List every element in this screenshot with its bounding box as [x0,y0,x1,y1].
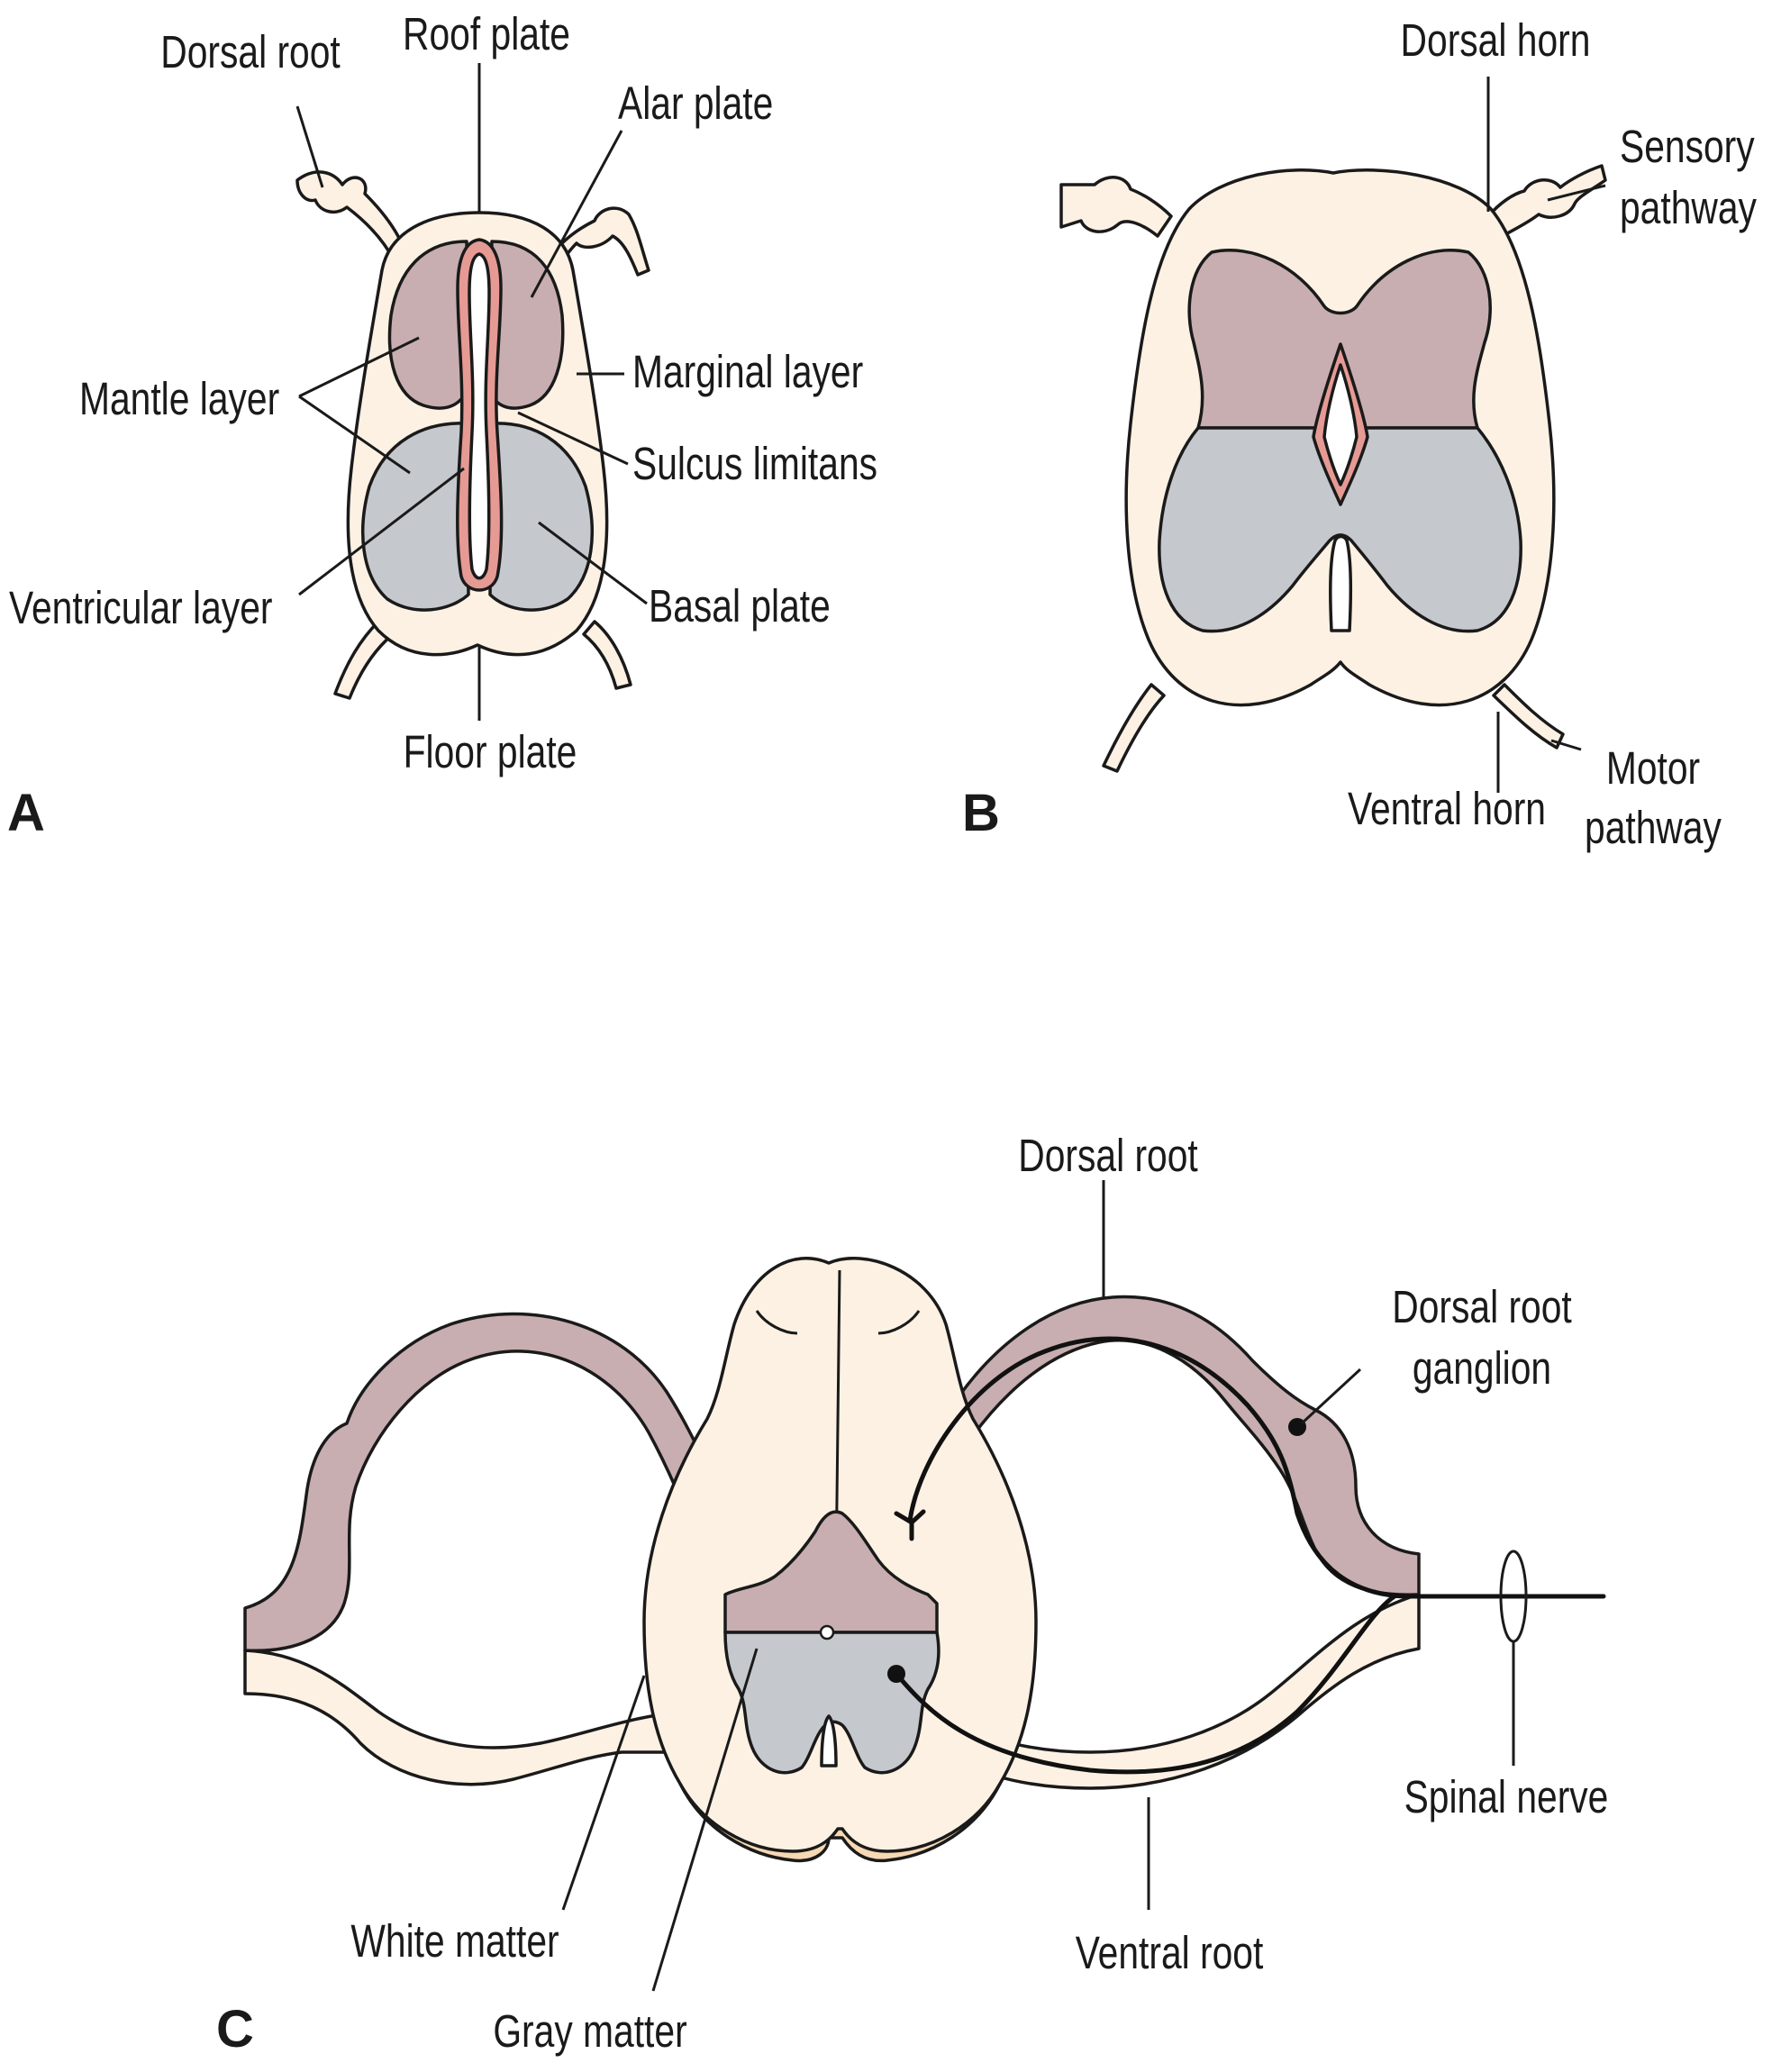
panel-c-motor-neuron-cell-body [887,1665,905,1683]
panel-a-ventral-root-left [333,620,394,700]
panel-c-spinal-nerve-label: Spinal nerve [1404,1771,1609,1822]
panel-a-alar-plate-left-shape [387,240,470,410]
panel-b-motor-pathway-label-line-2: pathway [1585,802,1722,853]
panel-a: Dorsal root Roof plate Alar plate Mantle… [7,8,877,842]
panel-a-dorsal-root-left [295,170,405,263]
panel-a-basal-plate-right-shape [488,422,595,612]
panel-a-letter: A [7,784,45,842]
panel-c-dorsal-root-label: Dorsal root [1018,1130,1198,1181]
panel-b-sensory-pathway-label-line-2: pathway [1620,182,1757,233]
panel-c-dorsal-sulcus-right [877,1310,921,1335]
panel-a-leaders [295,63,648,721]
panel-b-letter: B [962,784,1000,842]
panel-c-sensory-fiber [907,1336,1606,1599]
panel-a-marginal-layer-label: Marginal layer [632,346,863,397]
panel-b-sensory-root-right [1486,164,1607,238]
panel-b-sensory-pathway-label-line-1: Sensory [1620,121,1755,172]
panel-b-motor-root-right [1492,683,1565,750]
panel-c-dorsal-root-ganglion-label-line-2: ganglion [1413,1342,1551,1394]
panel-b-motor-pathway-label-line-1: Motor [1606,742,1700,794]
panel-c-left-ventral-root [243,1649,686,1786]
panel-c-ventral-root-label: Ventral root [1076,1927,1264,1978]
panel-c-dorsal-root-ganglion-label-line-1: Dorsal root [1392,1281,1572,1332]
panel-a-ventricular-layer-label: Ventricular layer [9,582,272,633]
panel-a-central-canal [468,252,491,580]
panel-c-sensory-fiber-terminal [894,1509,926,1541]
panel-c-dorsal-sulcus-left [755,1310,798,1335]
panel-a-ventral-root-right [582,620,632,690]
panel-a-alar-plate-label: Alar plate [618,77,773,129]
panel-c: Dorsal root Dorsal root ganglion Spinal … [216,1130,1608,2058]
panel-b-ventral-horn-label: Ventral horn [1348,783,1546,834]
panel-c-motor-fiber [894,1594,1397,1775]
panel-c-central-canal [819,1624,835,1640]
panel-a-sulcus-limitans-label: Sulcus limitans [632,438,877,489]
panel-a-roof-plate-label: Roof plate [403,8,570,59]
panel-b-central-canal [1322,363,1359,486]
panel-c-white-matter-label: White matter [350,1915,559,1967]
panel-b-dorsal-horn-gray-shape [1187,249,1492,430]
panel-b-dorsal-horn-label: Dorsal horn [1401,14,1591,66]
panel-b-motor-root-left [1102,683,1166,773]
panel-c-letter: C [216,2000,254,2058]
panel-c-leaders [561,1180,1515,1992]
panel-a-basal-plate-label: Basal plate [649,580,831,632]
panel-b-ventral-fissure [1329,534,1352,632]
panel-b-sensory-root-left [1059,176,1173,238]
panel-c-gray-matter-ventral-shape [723,1631,941,1775]
panel-a-dorsal-root-right [546,206,650,277]
panel-a-dorsal-root-label: Dorsal root [160,26,341,77]
panel-b-leaders [1486,77,1606,793]
panel-b: Dorsal horn Sensory pathway Ventral horn… [962,14,1757,853]
panel-c-gray-matter-dorsal-shape [723,1510,939,1634]
panel-a-floor-plate-label: Floor plate [404,726,577,777]
panel-a-alar-plate-right-shape [486,240,565,410]
panel-c-gray-matter-label: Gray matter [493,2005,686,2057]
panel-a-mantle-layer-label: Mantle layer [79,373,279,424]
panel-c-ventral-fissure [820,1714,838,1768]
